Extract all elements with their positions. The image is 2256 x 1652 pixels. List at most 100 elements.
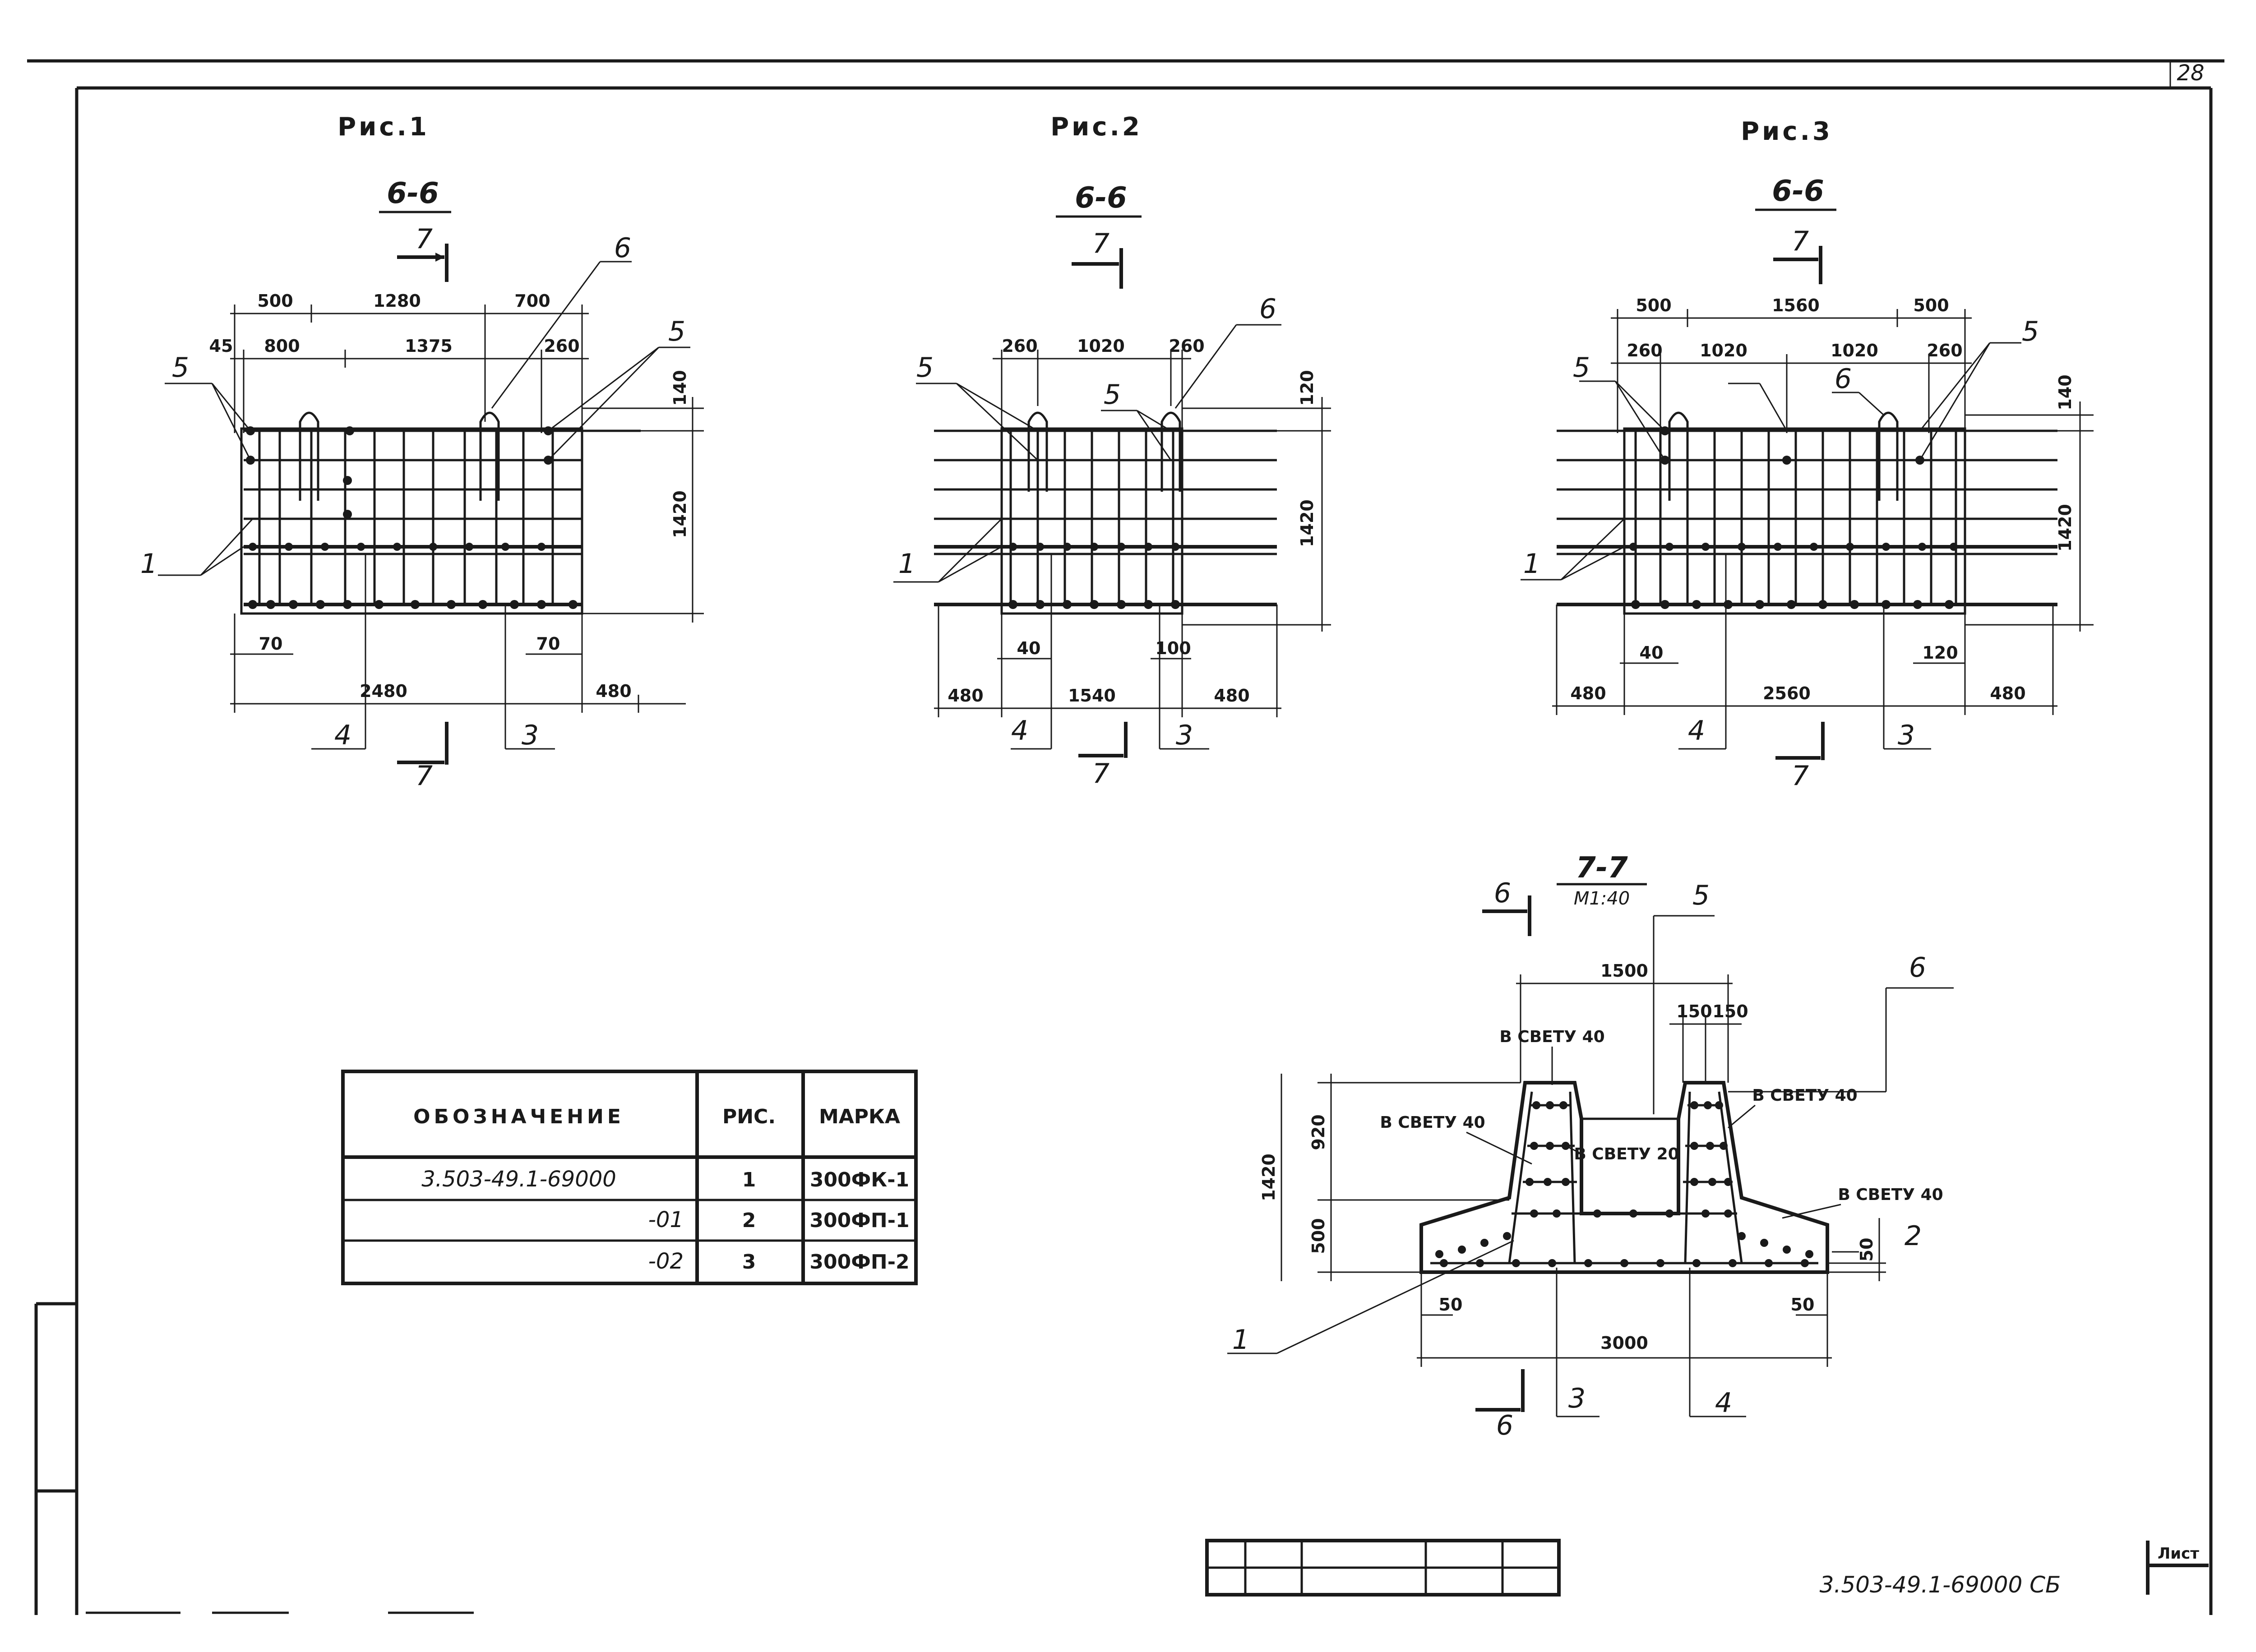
- sec77-dim-right-small: 50: [1857, 1238, 1877, 1262]
- fig1-title: Рис.1: [337, 112, 430, 142]
- fig2-dim-top-2: 1020: [1077, 336, 1125, 356]
- title-block: Лист 3.503-49.1-69000 СБ: [1205, 1539, 2209, 1598]
- fig3-cut-mark-bottom: 7: [1792, 760, 1809, 792]
- sec77-dim-top-small-1: 150: [1676, 1001, 1712, 1021]
- table-header-designation: ОБОЗНАЧЕНИЕ: [413, 1105, 624, 1128]
- fig1-callout-5-right: 5: [668, 316, 685, 347]
- title-block-sheet-label: Лист: [2158, 1545, 2199, 1563]
- sec77-note-inner: В СВЕТУ 20: [1574, 1145, 1679, 1163]
- fig1-cut-mark-top: 7: [416, 223, 433, 255]
- sec77-dim-top: 1500: [1600, 961, 1648, 981]
- fig1-callout-3: 3: [522, 720, 539, 751]
- fig3-callout-5-right: 5: [2022, 316, 2039, 347]
- sec77-leaders: [1227, 915, 1954, 1417]
- table-row-1-designation: 3.503-49.1-69000: [421, 1167, 616, 1192]
- fig3-dim-right-top: 140: [2055, 374, 2075, 410]
- fig2-dim-bottom-small-2: 100: [1155, 638, 1191, 658]
- sheet-frame: [27, 59, 2224, 1615]
- fig3-dim-right: 1420: [2055, 504, 2075, 552]
- fig2-dim-top-3: 260: [1169, 336, 1204, 356]
- fig3-dim-bottom-3: 480: [1990, 683, 2025, 703]
- fig1-lifting-loop-1: [299, 411, 319, 501]
- fig2-lifting-loop-2: [1160, 411, 1181, 492]
- fig3-dimensions: [1552, 309, 2094, 715]
- table-row-1-mark: 300ФК-1: [810, 1168, 909, 1191]
- sec77-dim-left-2: 500: [1308, 1218, 1328, 1254]
- fig3-callout-3: 3: [1898, 720, 1915, 751]
- fig1-dimensions: [230, 305, 704, 713]
- fig2-section-label: 6-6: [1075, 181, 1127, 215]
- sec77-dim-bottom-small-1: 50: [1439, 1295, 1463, 1315]
- fig1-dim-top-1: 500: [257, 291, 293, 311]
- fig1-cut-mark-bottom: 7: [416, 760, 433, 792]
- fig2-rebar-horizontal: [934, 429, 1277, 606]
- fig1-section-label: 6-6: [387, 177, 439, 210]
- fig2-dim-bottom-3: 480: [1214, 686, 1249, 706]
- fig1-callout-5-left: 5: [172, 352, 189, 383]
- section-7-7: 7-7 М1:40 6: [1227, 851, 1954, 1441]
- fig1-dim-second-4: 260: [544, 336, 579, 356]
- spec-table: ОБОЗНАЧЕНИЕ РИС. МАРКА 3.503-49.1-69000 …: [341, 1070, 918, 1285]
- fig3-dim-second-1: 260: [1627, 341, 1662, 360]
- fig2-dimensions: [934, 350, 1331, 717]
- sec77-dim-top-small-2: 150: [1712, 1001, 1748, 1021]
- sec77-note-right: В СВЕТУ 40: [1752, 1086, 1857, 1105]
- fig2-callout-1: 1: [898, 548, 915, 580]
- sec77-bar-dots: [1435, 1101, 1813, 1267]
- fig3-section-label: 6-6: [1772, 175, 1824, 208]
- fig2-cut-mark-top: 7: [1092, 228, 1110, 259]
- fig3-rebar-vertical: [1634, 431, 1957, 605]
- fig1-dim-bottom-right: 480: [596, 681, 631, 701]
- fig2-leaders: [893, 324, 1281, 750]
- fig3-dim-top-3: 500: [1913, 295, 1949, 315]
- table-row-3-fig: 3: [742, 1251, 756, 1274]
- sec77-note-left: В СВЕТУ 40: [1380, 1113, 1485, 1132]
- sec77-callout-5: 5: [1692, 880, 1710, 911]
- fig3-title: Рис.3: [1741, 117, 1833, 146]
- fig3-dim-top-1: 500: [1636, 295, 1671, 315]
- fig3-callout-1: 1: [1523, 548, 1540, 580]
- fig2-dim-right: 1420: [1297, 499, 1317, 547]
- sec77-dim-left-1: 920: [1308, 1114, 1328, 1150]
- fig3-cut-mark-top: 7: [1792, 226, 1809, 257]
- fig1-dim-top-3: 700: [514, 291, 550, 311]
- fig3-dim-bottom-small-2: 120: [1922, 643, 1958, 663]
- fig1-dim-second-1: 45: [209, 336, 233, 356]
- fig2-rebar-vertical: [1009, 431, 1174, 605]
- fig3-callout-6: 6: [1835, 363, 1852, 395]
- figure-3: Рис.3 6-6 7: [1521, 117, 2094, 792]
- fig2-title: Рис.2: [1050, 112, 1142, 142]
- fig1-dim-top-2: 1280: [373, 291, 421, 311]
- fig2-callout-5-left: 5: [916, 352, 934, 383]
- fig1-dim-right-top: 140: [670, 370, 690, 406]
- fig3-dim-bottom-2: 2560: [1763, 683, 1811, 703]
- fig2-bar-dots: [1008, 543, 1180, 609]
- sec77-callout-6: 6: [1909, 952, 1926, 983]
- fig3-rebar-horizontal: [1557, 429, 2057, 606]
- table-row-3-designation: -02: [648, 1249, 684, 1274]
- sec77-scale: М1:40: [1574, 888, 1630, 909]
- fig2-callout-4: 4: [1011, 715, 1028, 747]
- fig1-dim-bottom: 2480: [360, 681, 407, 701]
- fig1-lifting-loop-2: [479, 411, 500, 501]
- sec77-dim-bottom-small-2: 50: [1791, 1295, 1815, 1315]
- sec77-callout-2: 2: [1905, 1220, 1922, 1252]
- table-header-fig: РИС.: [722, 1105, 776, 1128]
- fig2-callout-5-mid: 5: [1104, 379, 1121, 411]
- table-row-3-mark: 300ФП-2: [809, 1251, 909, 1274]
- table-row-1-fig: 1: [742, 1168, 756, 1191]
- sec77-callout-3: 3: [1568, 1383, 1586, 1414]
- sec77-title: 7-7: [1576, 851, 1628, 885]
- fig2-callout-6: 6: [1259, 293, 1276, 325]
- sec77-dim-bottom: 3000: [1600, 1333, 1648, 1353]
- fig3-dim-top-2: 1560: [1772, 295, 1820, 315]
- fig2-dim-right-top: 120: [1297, 370, 1317, 406]
- fig1-dim-second-2: 800: [264, 336, 300, 356]
- sec77-note-right-low: В СВЕТУ 40: [1838, 1186, 1943, 1204]
- sec77-cut-mark-top: 6: [1494, 877, 1511, 909]
- fig2-dim-top-1: 260: [1002, 336, 1037, 356]
- fig3-dim-second-4: 260: [1927, 341, 1962, 360]
- fig1-callout-1: 1: [140, 548, 157, 580]
- figure-2: Рис.2 6-6 7: [893, 112, 1331, 789]
- page-number: 28: [2177, 60, 2204, 86]
